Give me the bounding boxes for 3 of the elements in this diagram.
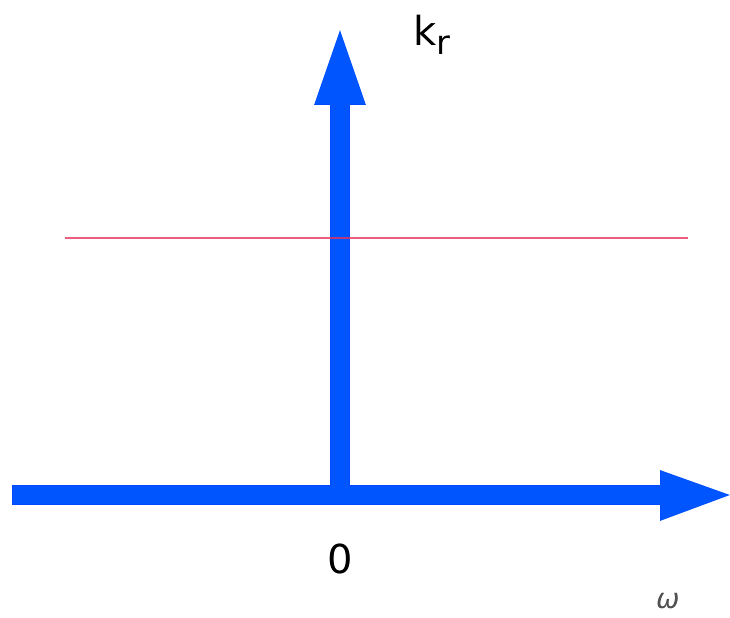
origin-label: 0 — [327, 540, 352, 580]
axis-label: k$_{r}$ — [413, 12, 450, 60]
axis-label: ω — [656, 585, 680, 613]
